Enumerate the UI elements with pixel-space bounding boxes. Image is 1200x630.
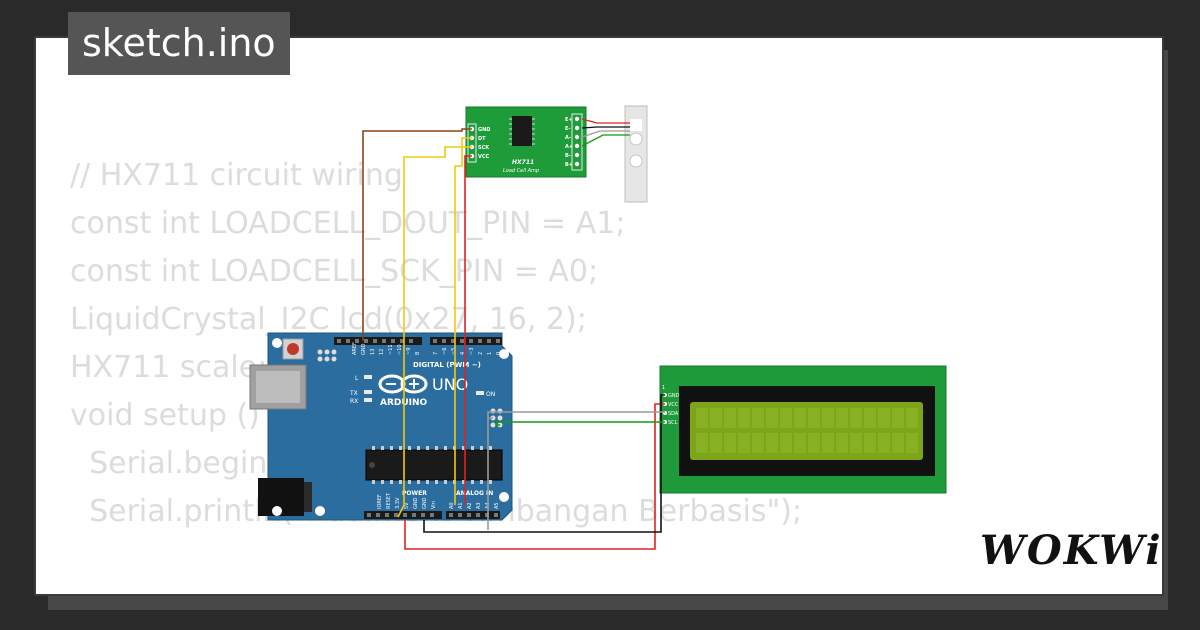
lcd-pin-label: SCL: [668, 420, 678, 426]
hx711-pin-label: B+: [565, 162, 573, 168]
lcd-pin-label: SDA: [668, 411, 679, 417]
arduino-model: UNO: [432, 375, 468, 394]
arduino-pin-label: 8: [415, 352, 421, 355]
led-label: RX: [350, 398, 358, 405]
hx711-subtitle: Load Cell Amp: [503, 168, 539, 174]
arduino-pin-label: A3: [476, 502, 482, 509]
code-line: // HX711 circuit wiring: [70, 158, 403, 193]
hx711-pin-label: E+: [565, 117, 573, 123]
arduino-pin-label: 13: [370, 349, 376, 355]
arduino-pin-label: 3.3V: [395, 497, 401, 509]
hx711-pin-label: VCC: [478, 154, 490, 160]
arduino-pin-label: ~10: [397, 344, 403, 355]
lcd-pin-label: GND: [668, 393, 680, 399]
loadcell-wires: [581, 118, 630, 147]
arduino-pin-label: 0: [496, 352, 502, 355]
arduino-pin-label: IOREF: [377, 494, 383, 509]
arduino-pin-label: ~5: [451, 348, 457, 355]
hx711-pin-label: B-: [565, 153, 571, 159]
hx711-pin-label: DT: [478, 136, 486, 142]
arduino-pin-label: 4: [460, 352, 466, 355]
hx711-pin-label: A+: [565, 144, 573, 150]
hx711-pin-label: GND: [478, 127, 490, 133]
arduino-pin-label: AREF: [352, 342, 358, 355]
arduino-pin-label: ~6: [442, 348, 448, 355]
wokwi-logo: WOKWi: [980, 527, 1163, 574]
arduino-pin-label: 5V: [404, 502, 410, 509]
arduino-pin-label: A2: [467, 502, 473, 509]
lcd-pin-label: VCC: [668, 402, 679, 408]
led-label: TX: [349, 390, 358, 397]
arduino-uno-board[interactable]: AREF GND 13 12 ~11 ~10 ~9 8 7 ~6 ~5 4 ~3…: [249, 332, 513, 521]
preview-card: // HX711 circuit wiring const int LOADCEL…: [34, 36, 1164, 596]
power-header-label: POWER: [402, 490, 427, 497]
arduino-pin-label: 7: [433, 352, 439, 355]
arduino-pin-label: RESET: [386, 492, 392, 509]
arduino-pin-label: 1: [487, 352, 493, 355]
led-label: L: [355, 375, 359, 382]
led-label: ON: [486, 391, 495, 398]
file-title: sketch.ino: [68, 12, 290, 75]
arduino-pin-label: 12: [379, 349, 385, 355]
hx711-wires: [362, 128, 472, 518]
lcd-wires: [404, 394, 665, 550]
arduino-pin-label: GND: [413, 497, 419, 509]
lcd-pin-index: 1: [662, 385, 665, 391]
load-cell[interactable]: [624, 105, 648, 203]
hx711-module[interactable]: GND DT SCK VCC E+ E- A- A+ B- B+ HX711 L…: [465, 106, 587, 178]
arduino-pin-label: A1: [458, 502, 464, 509]
arduino-pin-label: Vin: [431, 501, 437, 509]
arduino-pin-label: 2: [478, 352, 484, 355]
digital-header-label: DIGITAL (PWM ~): [413, 361, 481, 369]
arduino-pin-label: ~9: [406, 348, 412, 355]
arduino-pin-label: ~11: [388, 344, 394, 355]
code-line: LiquidCrystal_I2C lcd(0x27, 16, 2);: [70, 302, 587, 337]
analog-header-label: ANALOG IN: [456, 490, 493, 497]
hx711-pin-label: A-: [565, 135, 571, 141]
hx711-pin-label: SCK: [478, 145, 490, 151]
arduino-pin-label: ~3: [469, 348, 475, 355]
arduino-pin-label: A0: [449, 502, 455, 509]
arduino-pin-label: GND: [422, 497, 428, 509]
arduino-pin-label: A5: [494, 502, 500, 509]
arduino-pin-label: GND: [361, 343, 367, 355]
lcd-display[interactable]: 1 GND VCC SDA SCL: [659, 365, 947, 494]
code-line: const int LOADCELL_DOUT_PIN = A1;: [70, 206, 626, 241]
hx711-name: HX711: [512, 159, 534, 166]
hx711-pin-label: E-: [565, 126, 571, 132]
